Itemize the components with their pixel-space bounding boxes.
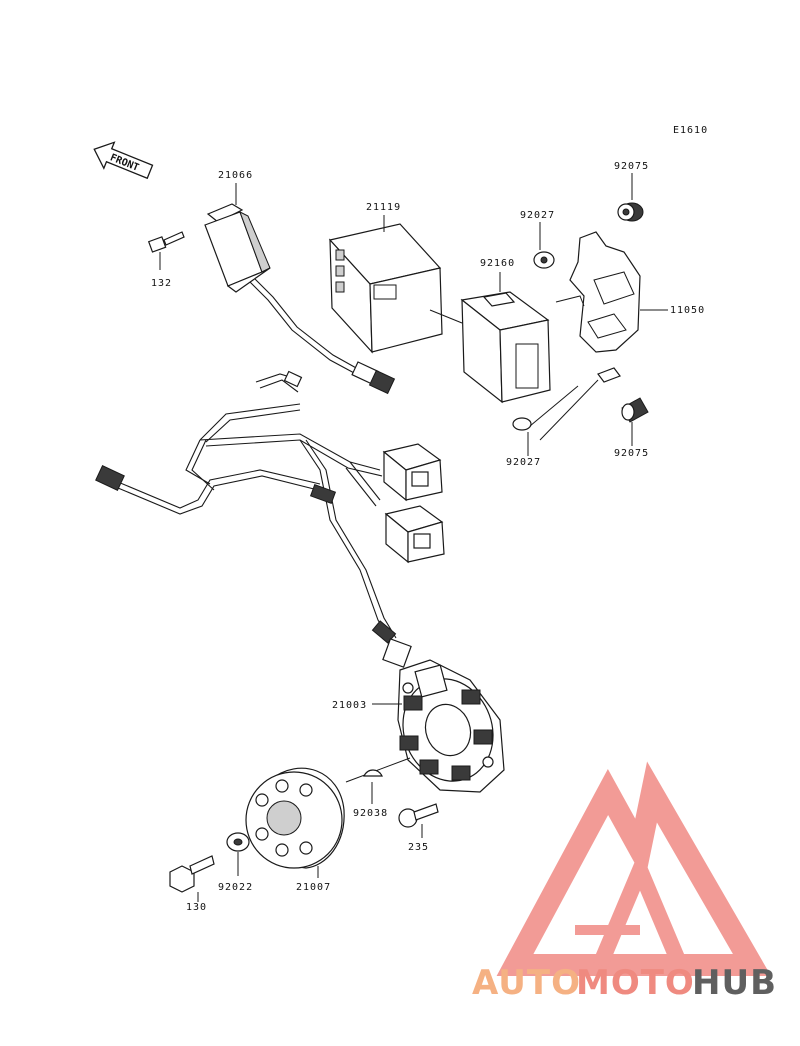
callout-21066: 21066	[218, 170, 253, 181]
key-92038	[363, 769, 383, 777]
callout-21007: 21007	[296, 882, 331, 893]
callout-21119: 21119	[366, 202, 401, 213]
watermark-part-moto: MOTO	[576, 963, 695, 1003]
callout-11050: 11050	[670, 305, 705, 316]
grommet-92075-top	[617, 202, 644, 222]
rubber-case-92160	[460, 291, 551, 404]
wiring-harness	[95, 370, 445, 668]
bolt-132	[147, 231, 185, 270]
flywheel-21007	[245, 767, 345, 869]
callout-92038: 92038	[353, 808, 388, 819]
cdi-unit-21119	[328, 223, 443, 354]
watermark-logo	[496, 761, 772, 976]
callout-92027-top: 92027	[520, 210, 555, 221]
front-arrow-icon: FRONT	[93, 141, 154, 180]
callout-92027-bottom: 92027	[506, 457, 541, 468]
callout-92160: 92160	[480, 258, 515, 269]
watermark-text: AUTO MOTO HUB	[472, 963, 777, 1003]
collar-92027-top	[533, 251, 555, 269]
watermark-part-hub: HUB	[692, 963, 777, 1003]
callout-92075-top: 92075	[614, 161, 649, 172]
screw-235	[398, 803, 439, 828]
callout-92022: 92022	[218, 882, 253, 893]
callout-132: 132	[151, 278, 172, 289]
callout-235: 235	[408, 842, 429, 853]
watermark-part-auto: AUTO	[472, 963, 581, 1003]
stator-21003	[397, 659, 505, 793]
igniter-21066	[204, 203, 396, 395]
callout-21003: 21003	[332, 700, 367, 711]
diagram-code: E1610	[673, 125, 708, 136]
bracket-11050	[555, 231, 641, 383]
collar-92027-bottom	[512, 379, 599, 441]
washer-92022	[226, 832, 250, 852]
bolt-130	[169, 855, 215, 893]
callout-92075-bottom: 92075	[614, 448, 649, 459]
callout-130: 130	[186, 902, 207, 913]
grommet-92075-bottom	[621, 397, 649, 423]
